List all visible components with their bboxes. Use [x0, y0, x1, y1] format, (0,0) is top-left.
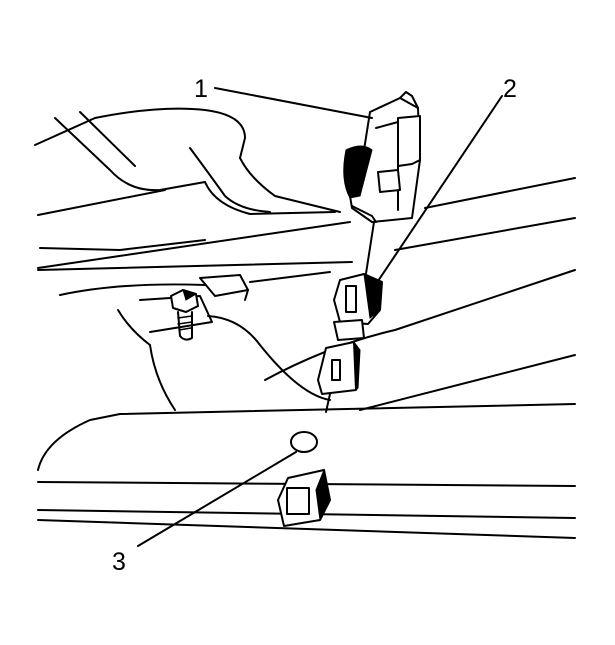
sensor-connector: [343, 91, 421, 223]
harness-connector: [317, 273, 383, 395]
leader-line-1: [214, 87, 373, 119]
wire-lower: [325, 393, 331, 413]
leader-line-2: [371, 95, 503, 291]
cross-beam: [37, 177, 576, 296]
body-contour: [264, 269, 576, 381]
callout-number-1: 1: [194, 75, 208, 103]
bracket-with-bolt: [117, 274, 331, 411]
callout-number-2: 2: [503, 75, 517, 103]
callout-number-3: 3: [112, 548, 126, 576]
leader-line-3: [137, 451, 297, 547]
bolt: [170, 289, 199, 341]
upper-body-panel: [34, 107, 341, 251]
retaining-clip: [277, 468, 331, 527]
wire-upper: [364, 221, 375, 281]
body-contour-lower: [359, 354, 576, 411]
mounting-hole: [290, 431, 318, 453]
